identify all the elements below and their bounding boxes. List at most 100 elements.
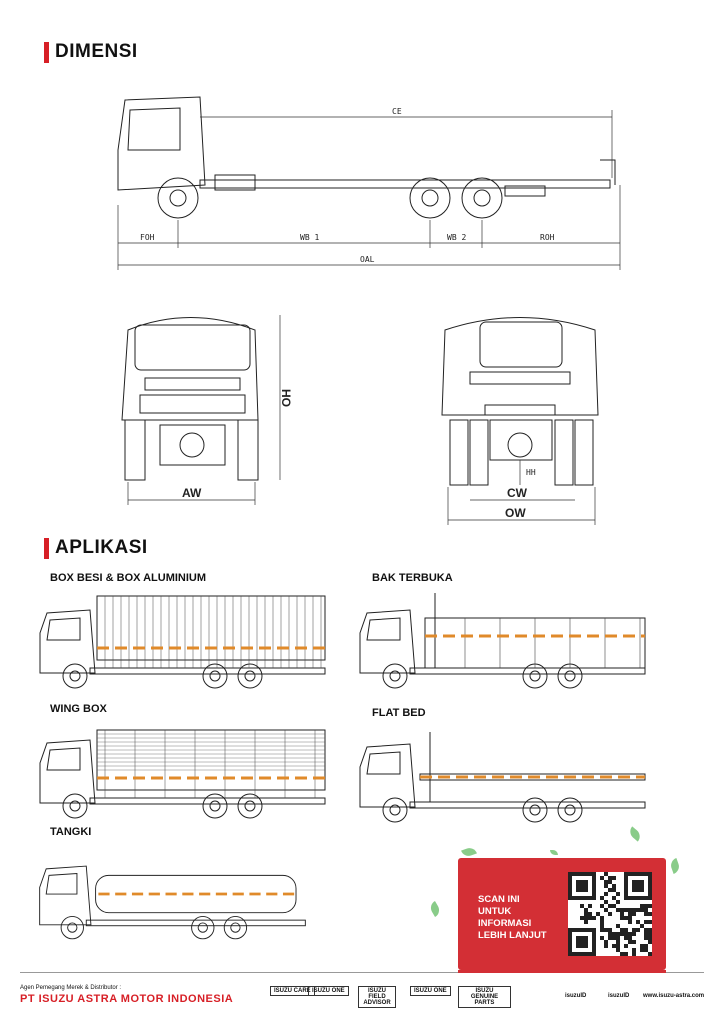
qr-module <box>640 904 644 908</box>
qr-module <box>628 932 632 936</box>
label-wb2: WB 2 <box>447 233 466 242</box>
accent-bar <box>44 41 49 63</box>
qr-text-line: LEBIH LANJUT <box>478 930 547 941</box>
cab-window <box>46 747 81 771</box>
qr-module <box>628 920 632 924</box>
footer-divider <box>20 972 704 973</box>
qr-module <box>644 920 648 924</box>
wheel-hub <box>564 804 576 816</box>
website-link[interactable]: www.isuzu-astra.com <box>643 993 705 999</box>
qr-module <box>644 948 648 952</box>
side-view-chassis-drawing: CE FOH WB 1 WB 2 ROH OAL <box>117 96 621 270</box>
qr-module <box>648 904 652 908</box>
qr-module <box>620 928 624 932</box>
qr-module <box>620 932 624 936</box>
qr-module <box>644 904 648 908</box>
qr-module <box>600 916 604 920</box>
label-aw: AW <box>182 486 202 500</box>
label-ho: HO <box>279 389 293 407</box>
qr-module <box>604 944 608 948</box>
qr-module <box>628 908 632 912</box>
social-handle-1[interactable]: isuzuID <box>565 993 587 999</box>
qr-module <box>612 884 616 888</box>
wheel-hub <box>230 922 241 933</box>
qr-module <box>608 936 612 940</box>
qr-module <box>580 916 584 920</box>
wheel <box>60 915 84 940</box>
qr-module <box>600 924 604 928</box>
qr-module <box>632 948 636 952</box>
qr-module <box>616 932 620 936</box>
qr-module <box>588 912 592 916</box>
tank-body <box>95 874 297 914</box>
qr-finder-center <box>576 936 588 948</box>
wheel <box>382 663 408 689</box>
leaf-decoration <box>428 900 442 918</box>
qr-code[interactable] <box>568 872 652 956</box>
qr-text-line: INFORMASI <box>478 918 532 929</box>
qr-module <box>620 952 624 956</box>
wheel <box>191 915 215 940</box>
footer-company: PT ISUZU ASTRA MOTOR INDONESIA <box>20 993 234 1005</box>
qr-module <box>640 924 644 928</box>
qr-module <box>604 940 608 944</box>
wheel-hub <box>67 922 78 933</box>
qr-module <box>636 908 640 912</box>
qr-module <box>604 928 608 932</box>
label-cw: CW <box>507 486 528 500</box>
qr-module <box>628 936 632 940</box>
qr-module <box>648 928 652 932</box>
qr-module <box>620 912 624 916</box>
section-title-aplikasi: APLIKASI <box>44 537 148 559</box>
wheel <box>62 793 88 819</box>
qr-module <box>608 912 612 916</box>
wheel-hub <box>244 800 256 812</box>
wheel-hub <box>244 670 256 682</box>
cargo-body <box>96 729 326 791</box>
qr-module <box>632 932 636 936</box>
cab-window <box>46 617 81 641</box>
chassis-frame <box>409 667 646 675</box>
qr-module <box>624 936 628 940</box>
logo-isuzu-care: ISUZU CARE <box>270 986 315 996</box>
section-title-text: DIMENSI <box>55 41 138 62</box>
qr-module <box>612 896 616 900</box>
qr-module <box>608 904 612 908</box>
section-title-dimensi: DIMENSI <box>44 41 138 63</box>
qr-module <box>648 920 652 924</box>
qr-module <box>624 932 628 936</box>
qr-module <box>644 928 648 932</box>
qr-module <box>644 908 648 912</box>
app-label-flat-bed: FLAT BED <box>372 707 426 719</box>
cab-window <box>366 751 401 775</box>
qr-module <box>608 928 612 932</box>
truck-flat-bed-drawing <box>359 732 646 823</box>
qr-module <box>608 888 612 892</box>
qr-module <box>648 912 652 916</box>
truck-box-drawing <box>39 595 326 689</box>
qr-module <box>612 936 616 940</box>
qr-card-text: SCAN INI UNTUK INFORMASI LEBIH LANJUT <box>478 894 547 942</box>
qr-module <box>584 920 588 924</box>
cab-window <box>45 873 78 895</box>
qr-module <box>616 948 620 952</box>
wheel <box>202 663 228 689</box>
chassis-frame <box>89 797 326 805</box>
wheel <box>62 663 88 689</box>
qr-module <box>640 908 644 912</box>
qr-module <box>600 896 604 900</box>
qr-module <box>628 916 632 920</box>
qr-module <box>604 908 608 912</box>
label-foh: FOH <box>140 233 155 242</box>
qr-module <box>620 916 624 920</box>
qr-module <box>628 940 632 944</box>
qr-code-pattern <box>568 872 652 956</box>
footer-agent-label: Agen Pemegang Merek & Distributor : <box>20 985 122 991</box>
social-handle-2[interactable]: isuzuID <box>608 993 630 999</box>
qr-module <box>600 936 604 940</box>
qr-module <box>624 944 628 948</box>
wheel <box>382 797 408 823</box>
qr-module <box>600 928 604 932</box>
label-ce: CE <box>392 107 402 116</box>
qr-module <box>644 932 648 936</box>
